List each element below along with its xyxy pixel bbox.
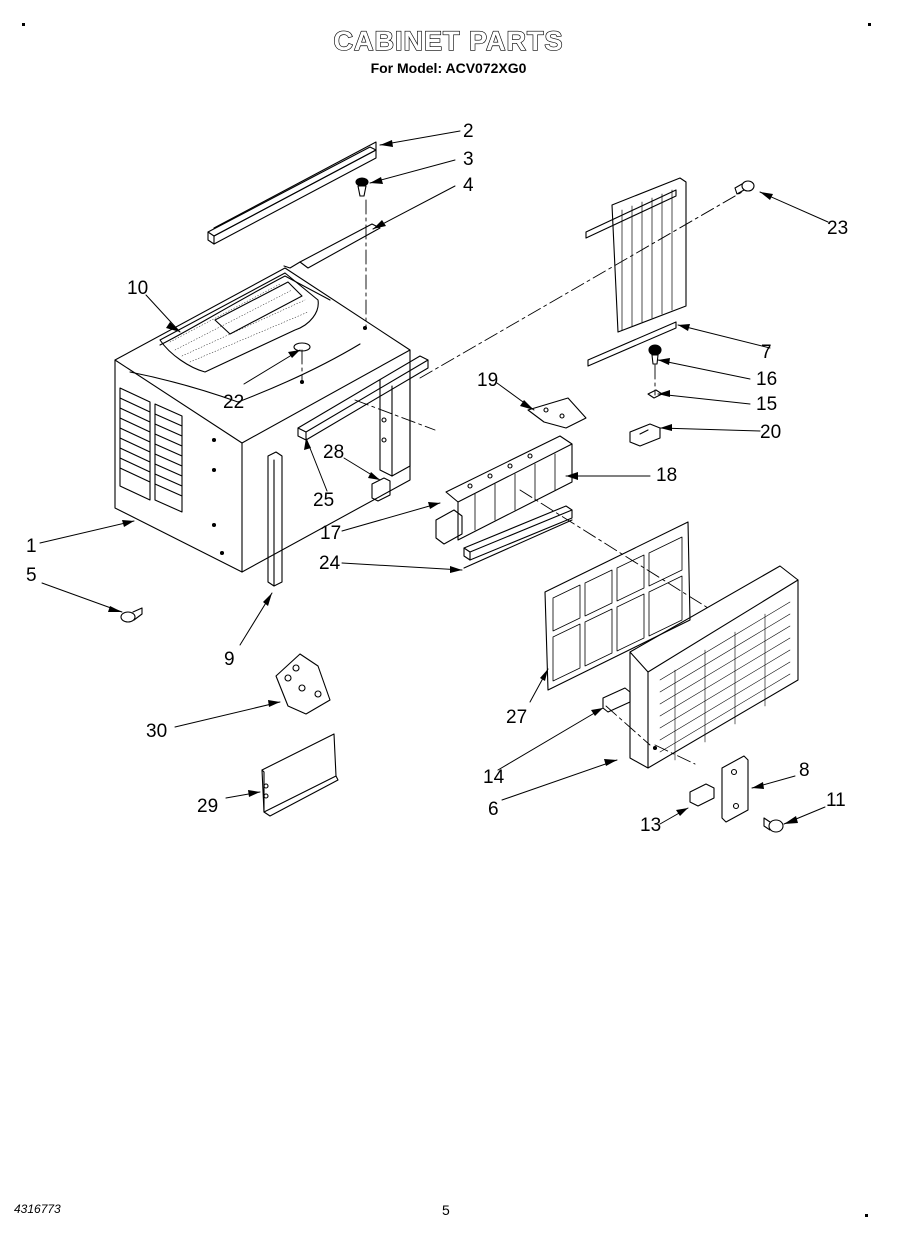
- part-15-washer: [647, 389, 663, 399]
- callout-label: 18: [656, 465, 678, 486]
- part-2-top-rail: [207, 141, 377, 245]
- callout-label: 20: [760, 422, 782, 443]
- part-20-plug: [629, 423, 661, 447]
- part-5-screw: [120, 607, 143, 623]
- callout-label: 9: [224, 649, 235, 670]
- callout-label: 1: [26, 536, 37, 557]
- callout-label: 27: [506, 707, 528, 728]
- callout-label: 15: [756, 394, 778, 415]
- part-13-clip: [689, 783, 715, 807]
- part-1-cabinet: [114, 267, 411, 573]
- page-title: CABINET PARTS: [333, 25, 564, 56]
- assembly-lines: [301, 191, 743, 765]
- callout-label: 10: [127, 278, 149, 299]
- part-19-bracket: [527, 397, 587, 429]
- callout-label: 24: [319, 553, 341, 574]
- callout-label: 11: [826, 790, 846, 811]
- callout-label: 13: [640, 815, 662, 836]
- part-18-louver-frame: [445, 435, 573, 541]
- part-25-rail: [297, 355, 429, 477]
- part-30-bracket: [275, 653, 331, 715]
- callout-label: 2: [463, 121, 474, 142]
- part-9-seal-strip: [267, 451, 283, 587]
- callout-label: 25: [313, 490, 335, 511]
- corner-mark-br: [865, 1214, 868, 1217]
- callout-label: 19: [477, 370, 499, 391]
- part-3-screw: [355, 177, 369, 197]
- part-6-front-grille: [629, 565, 799, 769]
- callout-label: 8: [799, 760, 810, 781]
- arrowheads: [108, 140, 798, 824]
- callout-label: 6: [488, 799, 499, 820]
- corner-mark-tl: [22, 23, 25, 26]
- part-23-screw: [734, 180, 755, 195]
- callout-label: 16: [756, 369, 778, 390]
- callout-label: 23: [827, 218, 849, 239]
- callout-label: 5: [26, 565, 37, 586]
- page-subtitle: For Model: ACV072XG0: [370, 60, 527, 76]
- part-28-clip: [371, 477, 391, 502]
- part-29-panel: [261, 733, 339, 817]
- callout-label: 29: [197, 796, 219, 817]
- part-7-rear-panel: [585, 177, 687, 367]
- part-10-insulation: [159, 272, 319, 373]
- callout-label: 14: [483, 767, 505, 788]
- part-8-bracket: [721, 755, 749, 823]
- callout-label: 28: [323, 442, 345, 463]
- callout-label: 22: [223, 392, 245, 413]
- document-number: 4316773: [14, 1202, 61, 1216]
- callout-label: 17: [320, 523, 342, 544]
- cabinet-louvers: [119, 387, 183, 513]
- part-16-screw: [648, 344, 662, 365]
- part-11-screw: [763, 817, 784, 833]
- part-17-damper: [435, 509, 463, 545]
- part-22-grommet: [293, 342, 311, 352]
- callout-label: 3: [463, 149, 474, 170]
- corner-mark-tr: [868, 23, 871, 26]
- part-24-rail: [463, 505, 573, 569]
- part-4-bracket: [283, 223, 381, 269]
- callout-label: 30: [146, 721, 168, 742]
- callout-label: 7: [761, 342, 772, 363]
- part-14-foam: [602, 687, 631, 713]
- page-number: 5: [442, 1202, 450, 1218]
- part-27-filter: [544, 521, 691, 691]
- callout-label: 4: [463, 175, 474, 196]
